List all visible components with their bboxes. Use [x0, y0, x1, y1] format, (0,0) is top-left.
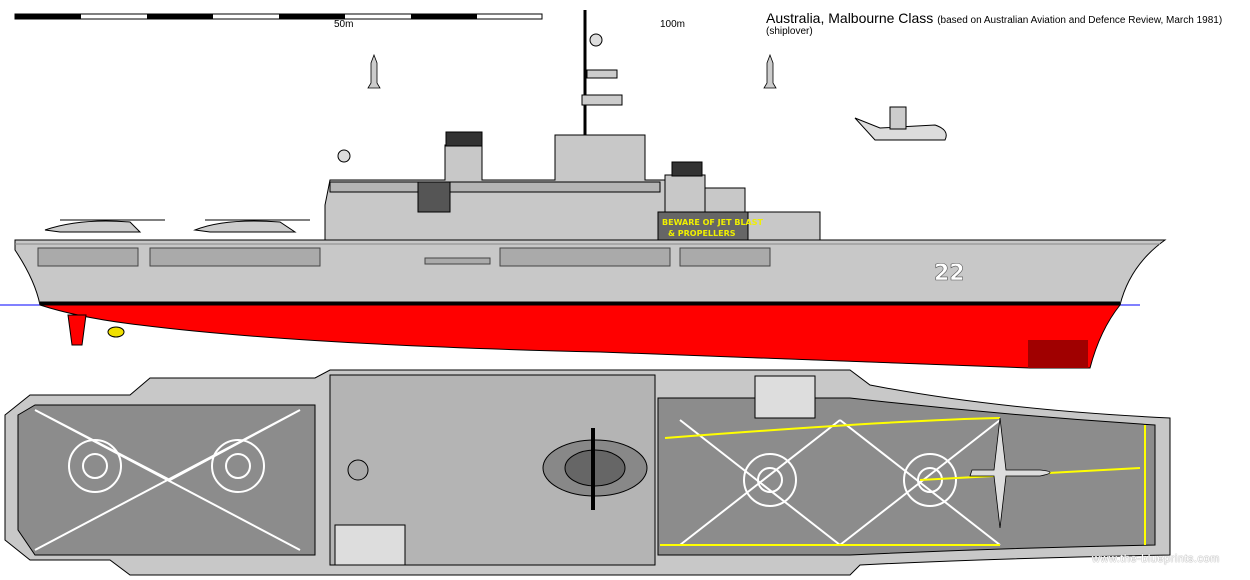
missile-icon: [367, 53, 777, 89]
scale-label-100m: 100m: [660, 19, 686, 30]
title-main: Australia, Malbourne Class: [766, 10, 934, 26]
deck-markings: [34, 409, 1001, 551]
scale-label-50m: 50m: [334, 19, 354, 30]
credit: (shiplover): [766, 26, 813, 37]
warning-text-line2: & PROPELLERS: [668, 229, 736, 238]
scale-bar: [14, 13, 543, 20]
drawing-title: Australia, Malbourne Class (based on Aus…: [766, 10, 1222, 26]
profile-view: [14, 10, 1167, 369]
watermark: www.the-blueprints.com: [1092, 553, 1220, 565]
warning-text-line1: BEWARE OF JET BLAST: [662, 218, 764, 227]
title-source: (based on Australian Aviation and Defenc…: [937, 15, 1223, 26]
aircraft-plan: [969, 417, 1051, 529]
hull-number: 22: [934, 261, 965, 286]
